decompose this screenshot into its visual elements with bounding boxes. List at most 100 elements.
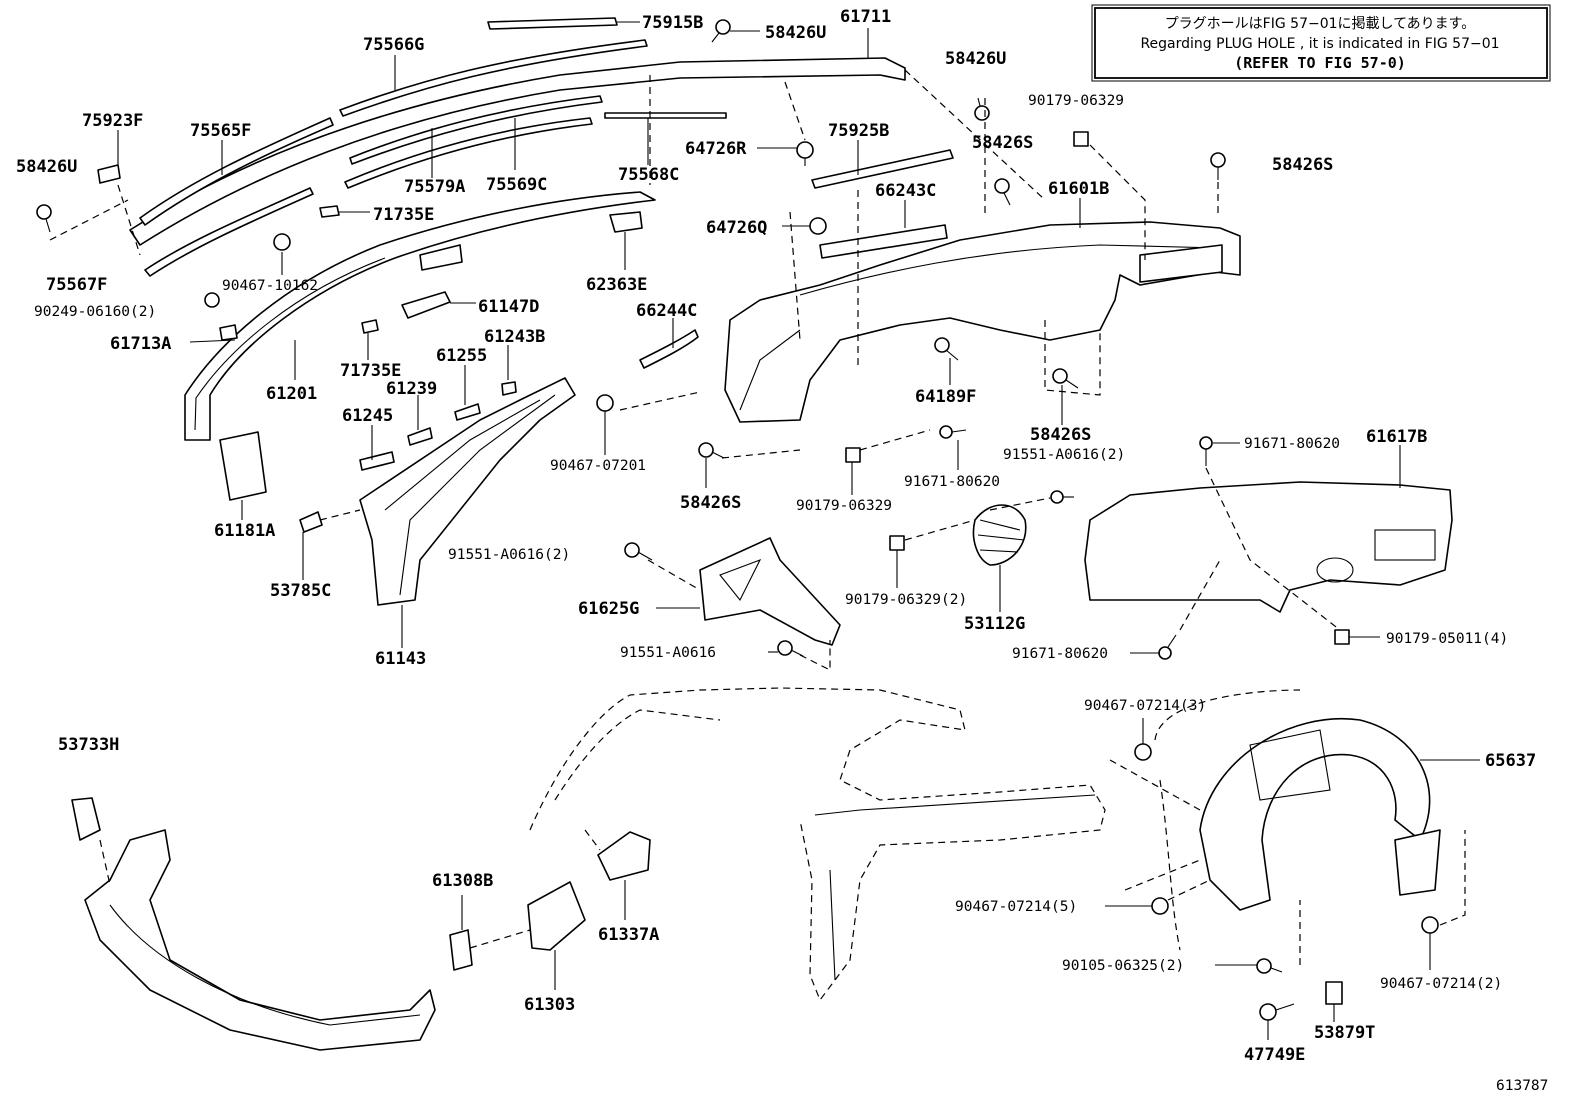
- bolt-58426u-r: [974, 97, 990, 121]
- label-64189f: 64189F: [915, 387, 976, 407]
- part-61601b: [724, 221, 1241, 423]
- label-90467-10162: 90467-10162: [222, 278, 318, 294]
- label-53733h: 53733H: [58, 735, 119, 755]
- bolt-58426u-top: [711, 19, 731, 43]
- label-61201: 61201: [266, 384, 317, 404]
- wheel-liner-65637: [1199, 718, 1441, 911]
- bolt-91671-80620-a: [1199, 436, 1213, 466]
- fender-apron-structure: [529, 687, 1106, 1002]
- part-61201: [184, 191, 656, 441]
- apron-lower-61617b: [1084, 481, 1453, 613]
- label-90179-06329-a: 90179-06329: [1028, 93, 1124, 109]
- part-71735e-b: [361, 319, 379, 334]
- label-61617b: 61617B: [1366, 427, 1427, 447]
- label-90467-07214-2: 90467-07214(2): [1380, 976, 1502, 992]
- label-53785c: 53785C: [270, 581, 331, 601]
- gusset-61625g: [699, 537, 841, 646]
- part-front-member: [84, 829, 436, 1051]
- roof-moldings: [97, 17, 954, 277]
- bolt-58426s-c: [698, 442, 725, 459]
- label-75923f: 75923F: [82, 111, 143, 131]
- label-75568c: 75568C: [618, 165, 679, 185]
- part-61617b: [1084, 481, 1453, 613]
- part-61245: [359, 451, 395, 471]
- label-58426u-l: 58426U: [16, 157, 77, 177]
- part-66243c: [819, 224, 948, 259]
- grille-53112g: [972, 504, 1027, 566]
- part-71735e-a: [319, 205, 340, 218]
- label-53112g: 53112G: [964, 614, 1025, 634]
- label-62363e: 62363E: [586, 275, 647, 295]
- label-58426u-r: 58426U: [945, 49, 1006, 69]
- label-65637: 65637: [1485, 751, 1536, 771]
- front-pillar-61201: [184, 191, 656, 441]
- clip-90467-07201: [596, 394, 614, 412]
- part-61255: [454, 403, 481, 421]
- part-61181a: [219, 431, 267, 501]
- bolt-90105-06325: [1256, 958, 1283, 974]
- label-58426u-top: 58426U: [765, 23, 826, 43]
- label-61625g: 61625G: [578, 599, 639, 619]
- bolt-91671-80620-b: [939, 425, 967, 439]
- bolt-58426s-b: [1210, 152, 1226, 180]
- label-71735e-b: 71735E: [340, 361, 401, 381]
- clip-90467-07214-5: [1151, 897, 1169, 915]
- part-53733h: [71, 797, 101, 841]
- small-brackets: [219, 211, 699, 533]
- label-91551-a0616-2b: 91551-A0616(2): [448, 547, 570, 563]
- lower-brackets: [449, 831, 651, 971]
- label-75925b: 75925B: [828, 121, 889, 141]
- label-58426s-d: 58426S: [680, 493, 741, 513]
- clip-64726q: [809, 217, 827, 235]
- label-61601b: 61601B: [1048, 179, 1109, 199]
- label-47749e: 47749E: [1244, 1045, 1305, 1065]
- note-line-refer: (REFER TO FIG 57-0): [1234, 54, 1406, 72]
- label-90467-07201: 90467-07201: [550, 458, 646, 474]
- label-61239: 61239: [386, 379, 437, 399]
- part-61243b: [501, 381, 517, 396]
- part-61711: [129, 57, 906, 246]
- label-61147d: 61147D: [478, 297, 539, 317]
- label-91671-80620-c: 91671-80620: [1012, 646, 1108, 662]
- bolt-91551-a0616: [777, 640, 804, 657]
- part-75565f: [139, 117, 334, 226]
- nut-90179-05011: [1334, 629, 1350, 645]
- label-91671-80620-b: 91671-80620: [904, 474, 1000, 490]
- part-61239: [407, 427, 433, 446]
- label-61245: 61245: [342, 406, 393, 426]
- a-pillar-inner-61143: [359, 377, 576, 606]
- label-58426s-b: 58426S: [1272, 155, 1333, 175]
- clip-90249-06160: [204, 292, 220, 308]
- part-75579a: [349, 95, 603, 165]
- label-61711: 61711: [840, 7, 891, 27]
- part-61303: [527, 881, 586, 951]
- label-61337a: 61337A: [598, 925, 659, 945]
- clip-90467-07214-2: [1421, 916, 1439, 934]
- label-75569c: 75569C: [486, 175, 547, 195]
- clip-90467-07214-3: [1134, 743, 1152, 761]
- reference-note-box: プラグホールはFIG 57−01に掲載してあります。 Regarding PLU…: [1091, 4, 1551, 82]
- figure-number: 613787: [1496, 1078, 1548, 1094]
- label-75566g: 75566G: [363, 35, 424, 55]
- label-90179-05011: 90179-05011(4): [1386, 631, 1508, 647]
- part-61308b: [449, 929, 473, 971]
- label-75579a: 75579A: [404, 177, 465, 197]
- bolt-64189f: [934, 337, 959, 361]
- nut-90179-06329-b: [845, 447, 861, 463]
- label-91551-a0616-2a: 91551-A0616(2): [1003, 447, 1125, 463]
- bolt-58426s-a: [994, 178, 1011, 206]
- part-65637: [1199, 718, 1431, 911]
- part-75567f: [144, 187, 314, 277]
- label-58426s-a: 58426S: [972, 133, 1033, 153]
- label-61255: 61255: [436, 346, 487, 366]
- label-90467-07214-5: 90467-07214(5): [955, 899, 1077, 915]
- leader-lines: [117, 21, 1480, 1040]
- bracket-53879t: [1325, 981, 1343, 1005]
- nut-90179-06329-2: [889, 535, 905, 551]
- part-labels: 75915B 58426U 61711 75566G 58426U 90179-…: [16, 7, 1548, 1094]
- part-61713a: [219, 324, 238, 341]
- label-71735e-a: 71735E: [373, 205, 434, 225]
- part-75923f: [97, 164, 121, 184]
